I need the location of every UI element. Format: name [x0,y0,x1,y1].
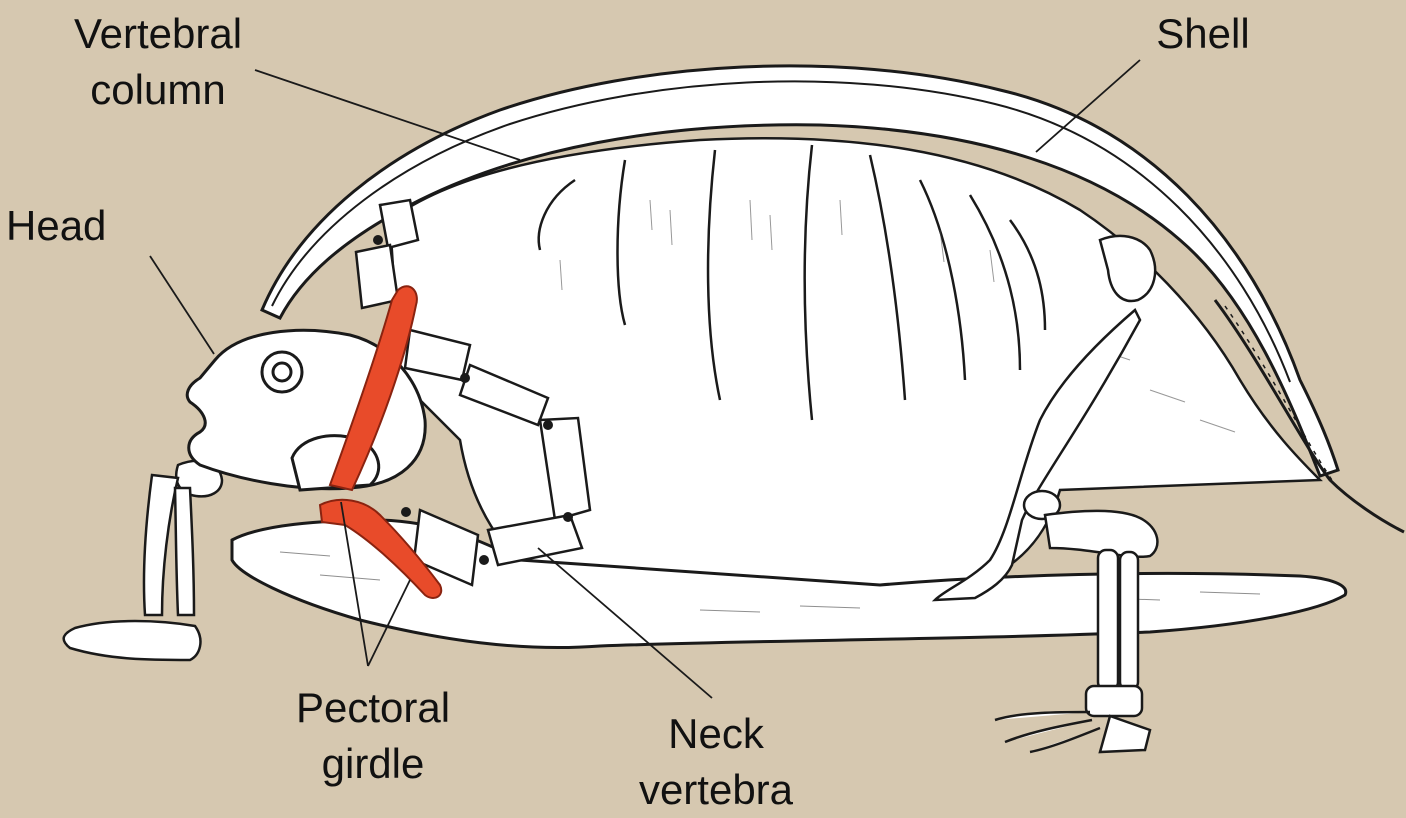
label-vertebral-column-line1: Vertebral [40,6,276,62]
label-head: Head [6,198,134,254]
label-shell: Shell [1138,6,1268,62]
front-leg [64,461,222,660]
label-vertebral-column: Vertebral column [40,6,276,118]
vertebral-column-leader [255,70,520,160]
label-neck-vertebra: Neck vertebra [618,706,814,818]
label-neck-vertebra-line1: Neck [618,706,814,762]
label-pectoral-girdle-line2: girdle [270,736,476,792]
label-neck-vertebra-line2: vertebra [618,762,814,818]
label-pectoral-girdle: Pectoral girdle [270,680,476,792]
head-leader [150,256,214,354]
label-vertebral-column-line2: column [40,62,276,118]
label-pectoral-girdle-line1: Pectoral [270,680,476,736]
